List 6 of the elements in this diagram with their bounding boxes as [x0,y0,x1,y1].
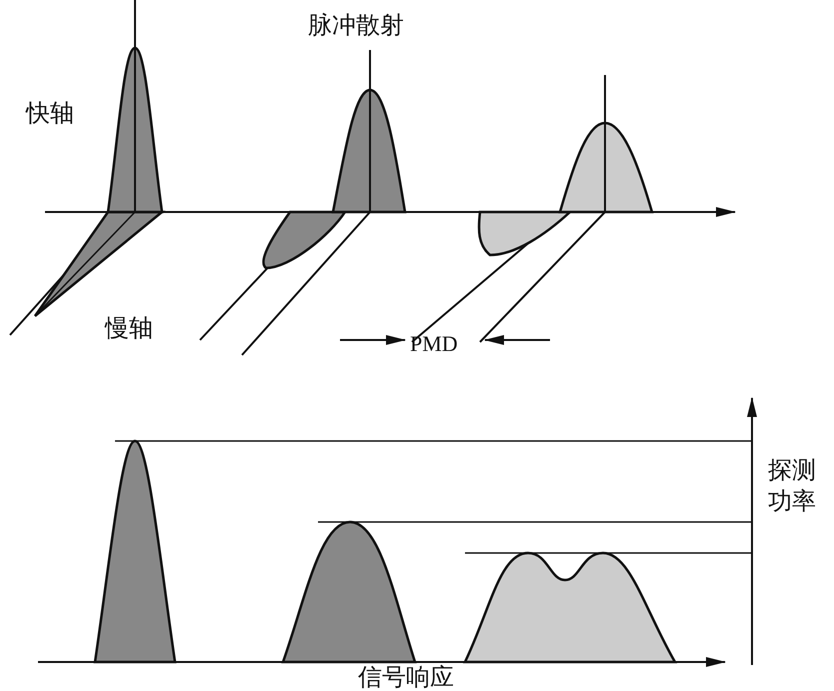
axis-label: 慢轴 [105,315,153,342]
axis-label: 快轴 [26,100,74,126]
heading-label: 脉冲散射 [308,12,404,38]
axis-label: 探测功率 [768,455,816,518]
axis-label: 信号响应 [358,664,454,690]
dimension-label: PMD [410,332,458,356]
